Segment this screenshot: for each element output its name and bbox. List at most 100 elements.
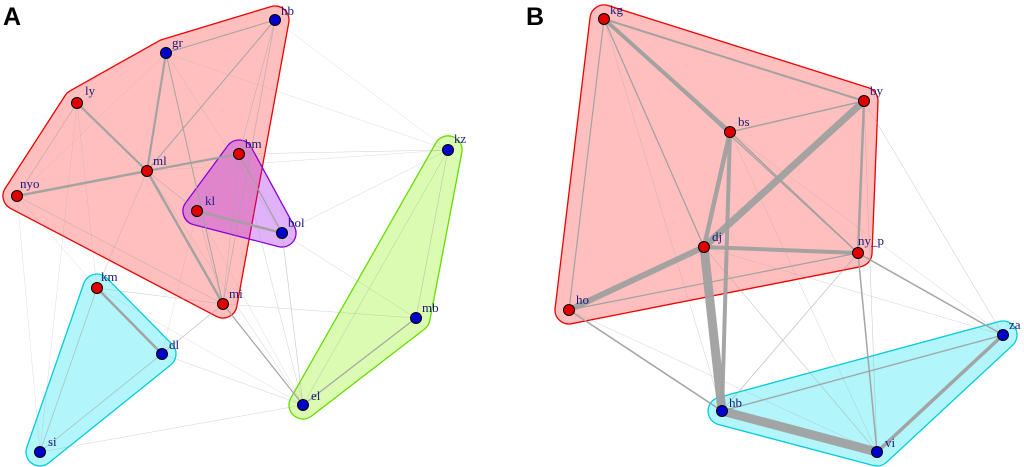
panel-a-communities — [2, 5, 463, 467]
panel-a-edge-mi-el — [222, 303, 304, 406]
panel-b-edge-za-hb — [721, 334, 1004, 412]
panel-b-edge-kg-dj — [603, 18, 705, 248]
panel-a-edge-gr-mi — [165, 52, 224, 305]
panel-a-node-label-km: km — [101, 269, 118, 284]
panel-b-node-label-kg: kg — [610, 2, 624, 17]
panel-a-edge-ml-nyo — [16, 169, 148, 198]
panel-a-edge-nyo-km — [16, 195, 98, 289]
panel-a-node-mi — [217, 298, 229, 310]
panel-a-node-label-mi: mi — [229, 286, 243, 301]
panel-a-node-label-hb: hb — [281, 3, 294, 18]
panel-a-edge-kl-dl — [161, 210, 198, 355]
panel-a-edge-gr-kz — [165, 52, 449, 151]
panel-a-edge-hb-kz — [274, 19, 449, 151]
panel-a-edge-ml-el — [146, 170, 304, 406]
panel-a-edge-ml-ly — [76, 102, 148, 172]
panel-a-edge-ly-km — [76, 102, 98, 289]
panel-a-edge-ly-si — [39, 102, 78, 453]
panel-a-node-el — [297, 399, 309, 411]
panel-b-edge-by-bs — [729, 100, 865, 133]
panel-a-edge-bol-kz — [281, 149, 449, 234]
panel-a-node-label-bol: bol — [288, 215, 305, 230]
panel-b-edge-bs-dj — [701, 131, 733, 248]
panel-b-edge-hb-vi — [720, 406, 879, 457]
panel-a-edge-kz-mb — [415, 149, 449, 319]
panel-a-edge-ml-gr — [145, 52, 168, 172]
panel-b-edge-by-vi — [863, 100, 878, 453]
panel-b-node-ho — [563, 304, 575, 316]
panel-a-node-label-si: si — [48, 434, 57, 449]
panel-b-edge-dj-hb — [699, 246, 727, 412]
panel-a-node-km — [91, 282, 103, 294]
panel-a-edge-kl-bol — [196, 209, 283, 235]
panel-b-node-label-hb: hb — [729, 395, 742, 410]
panel-a-edge-hb-mi — [222, 19, 276, 305]
panel-b-edge-za-vi — [875, 333, 1005, 454]
panel-b-node-bs — [724, 126, 736, 138]
panel-b-edge-bs-za — [729, 131, 1004, 336]
panel-b-edges — [567, 17, 1005, 457]
panel-a-node-ml — [141, 165, 153, 177]
panel-a-edge-ml-km — [96, 170, 148, 289]
panel-b-edge-ho-hb — [568, 309, 723, 412]
panel-b-edge-dj-za — [703, 246, 1004, 336]
panel-a-node-label-el: el — [311, 388, 321, 403]
panel-a-community-3 — [25, 273, 177, 467]
panel-a-node-label-gr: gr — [172, 35, 184, 50]
panel-a-node-ly — [71, 97, 83, 109]
panel-a-edge-mi-si — [39, 303, 224, 453]
panel-b-node-label-by: by — [870, 83, 884, 98]
panel-a-edge-kz-el — [302, 149, 449, 406]
panel-a-edge-gr-bol — [165, 52, 283, 234]
panel-b-node-label-vi: vi — [885, 435, 896, 450]
panel-a-node-si — [34, 446, 46, 458]
panel-a-edge-mi-mb — [222, 303, 417, 319]
panel-a-edge-ly-nyo — [16, 102, 78, 197]
panel-a-node-kz — [442, 144, 454, 156]
panel-b-edge-kg-by — [603, 18, 865, 102]
panel-a-edge-gr-nyo — [16, 52, 167, 197]
panel-a-edge-mi-km — [96, 287, 224, 305]
panel-a-community-1 — [2, 5, 290, 319]
panel-b-edge-ny_p-za — [857, 252, 1004, 336]
panel-a-node-label-ly: ly — [85, 83, 96, 98]
panel-a-node-bm — [233, 148, 245, 160]
panel-b-node-label-ho: ho — [576, 292, 589, 307]
panel-b-edge-bs-hb — [720, 131, 732, 412]
panel-a-node-mb — [410, 312, 422, 324]
panel-a-edge-ml-kz — [146, 149, 449, 172]
panel-b-edge-by-za — [863, 100, 1004, 336]
panel-b-edge-bs-ny_p — [729, 131, 859, 254]
panel-b-edge-ny_p-vi — [857, 252, 878, 453]
panel-b-node-vi — [871, 446, 883, 458]
panel-b-node-hb — [716, 405, 728, 417]
panel-a-community-2 — [182, 139, 297, 248]
panel-a-node-nyo — [11, 190, 23, 202]
panel-a-edge-bol-mb — [281, 232, 417, 319]
panel-a-edge-km-el — [96, 287, 304, 406]
panel-a-edge-ml-hb — [146, 19, 276, 172]
panel-a-node-label-dl: dl — [169, 337, 180, 352]
panel-a-node-label-kz: kz — [454, 131, 467, 146]
panel-a-edge-kl-ml — [146, 170, 198, 212]
panel-a-edge-nyo-si — [16, 195, 41, 453]
panel-b-edge-dj-ny_p — [703, 245, 859, 255]
panel-b-node-label-dj: dj — [712, 229, 722, 244]
panel-a-edge-dl-el — [161, 353, 304, 406]
panel-b-communities — [554, 4, 1018, 467]
panel-a-edge-bm-el — [238, 153, 304, 406]
panel-a-node-label-mb: mb — [422, 300, 439, 315]
panel-b-edge-dj-ho — [567, 244, 706, 313]
panel-b-community-1 — [554, 4, 879, 325]
panel-b-node-label-bs: bs — [738, 114, 750, 129]
panel-b-node-ny_p — [852, 247, 864, 259]
panel-b-edge-ho-vi — [568, 309, 878, 453]
panel-a-node-label-nyo: nyo — [20, 176, 40, 191]
panel-a-edge-kl-el — [196, 210, 304, 406]
panel-a-edge-hb-bm — [238, 19, 276, 155]
panel-b-edge-ny_p-hb — [721, 252, 859, 412]
